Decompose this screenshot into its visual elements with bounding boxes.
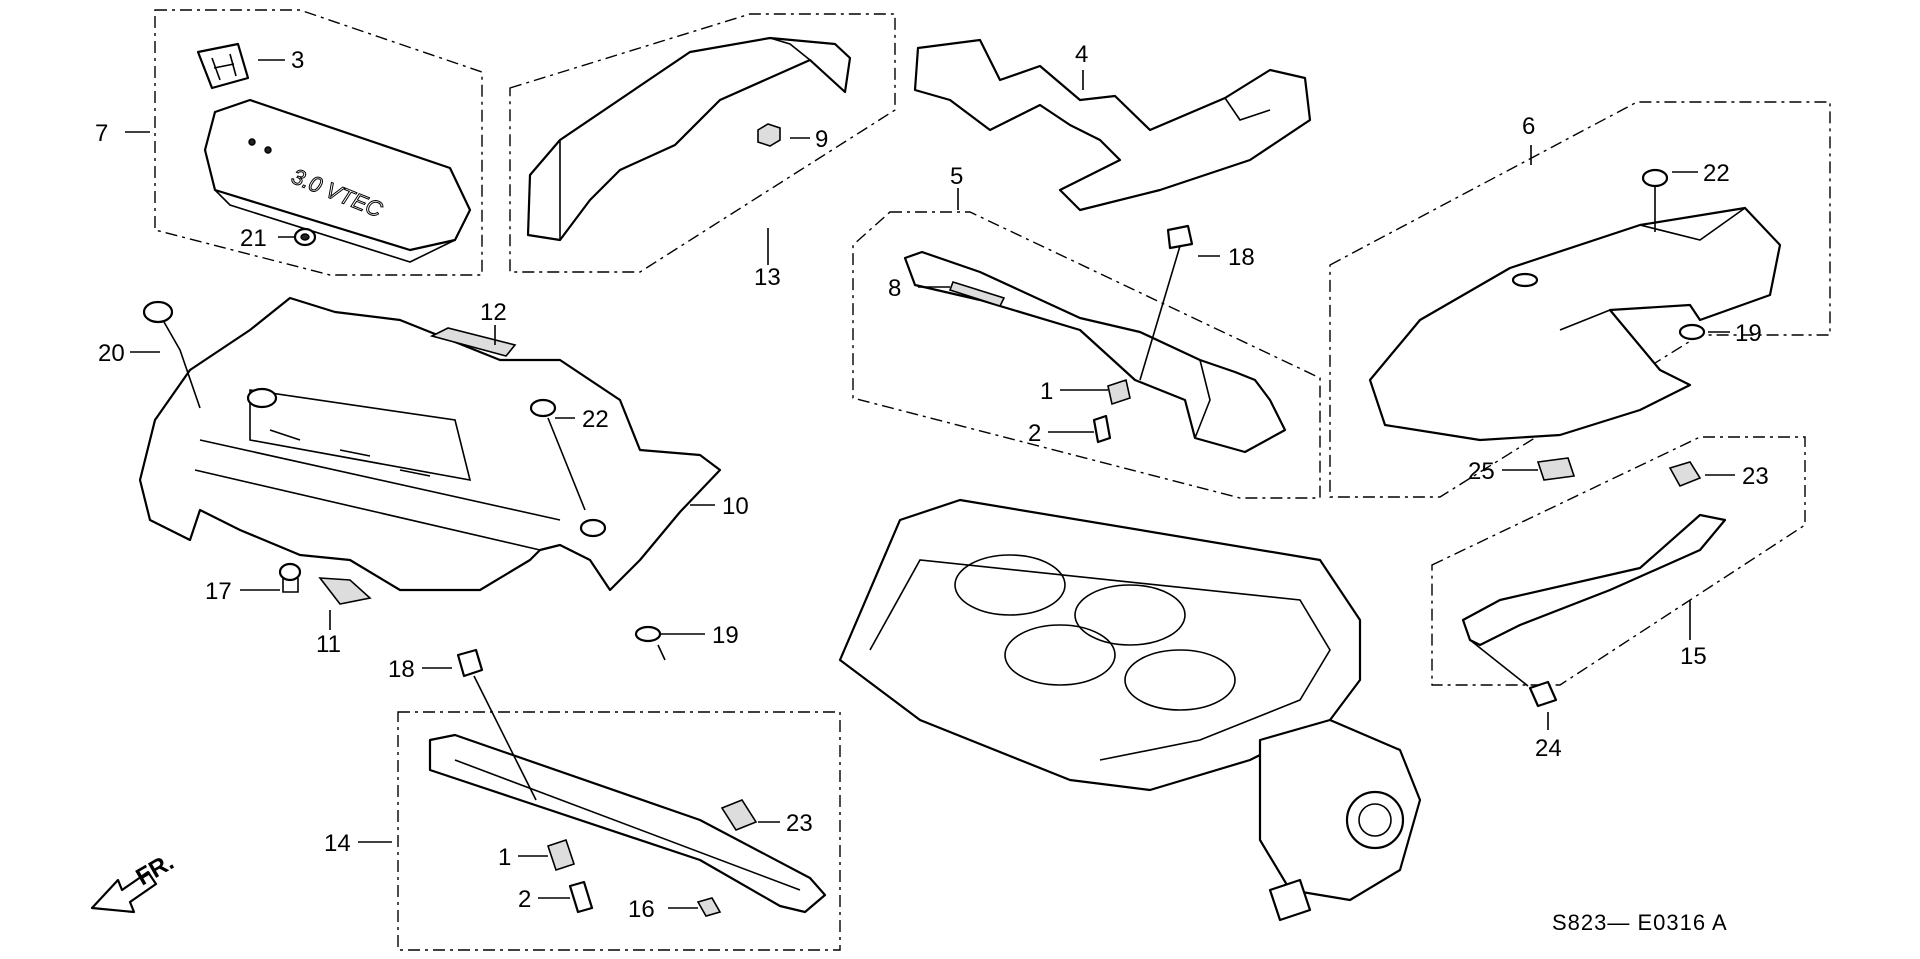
part-15-bracket[interactable]	[1461, 513, 1727, 647]
part-3-h-badge[interactable]	[196, 42, 250, 90]
callout-labels: 3 7 21 9 13 4 5 18 8 1 2 6 22 19 25 12 2…	[95, 41, 1769, 923]
callout-6: 6	[1522, 113, 1535, 140]
callout-4: 4	[1075, 41, 1088, 68]
part-11-foam-pad[interactable]	[318, 577, 372, 605]
part-21-grommet[interactable]	[293, 227, 317, 247]
callout-24: 24	[1535, 735, 1562, 762]
part-16-nut[interactable]	[696, 897, 722, 917]
callout-16: 16	[628, 896, 655, 923]
callout-19a: 19	[1735, 320, 1762, 347]
callout-22a: 22	[1703, 160, 1730, 187]
part-2b-collar[interactable]	[568, 880, 594, 914]
group-box-7	[154, 9, 483, 276]
group-box-13	[509, 13, 896, 273]
part-1a-grommet[interactable]	[1107, 378, 1131, 406]
callout-1b: 1	[498, 844, 511, 871]
part-4-side-cover[interactable]	[913, 38, 1312, 212]
callout-8: 8	[888, 275, 901, 302]
part-13-upper-cover[interactable]	[526, 36, 852, 242]
throttle-body	[1258, 718, 1422, 922]
part-18a-bolt[interactable]	[1139, 224, 1194, 381]
part-19b-grommet[interactable]	[634, 625, 666, 661]
callout-20: 20	[98, 340, 125, 367]
callout-18b: 18	[388, 656, 415, 683]
callout-11: 11	[316, 631, 341, 658]
part-25-pad[interactable]	[1536, 457, 1576, 481]
callout-7: 7	[95, 120, 108, 147]
callout-1a: 1	[1040, 378, 1053, 405]
part-19a-grommet[interactable]	[1678, 323, 1706, 341]
callout-21: 21	[240, 225, 267, 252]
part-12-foam-pad[interactable]	[429, 327, 517, 357]
part-10-main-engine-cover[interactable]	[138, 296, 722, 592]
part-17-grommet[interactable]	[278, 562, 302, 593]
part-20-clip[interactable]	[142, 300, 201, 409]
callout-23b: 23	[786, 810, 813, 837]
part-23a-clip-nut[interactable]	[1668, 461, 1702, 488]
callout-5: 5	[950, 163, 963, 190]
callout-19b: 19	[712, 622, 739, 649]
callout-3: 3	[291, 47, 304, 74]
callout-17: 17	[205, 578, 232, 605]
part-8-seal-strip[interactable]	[948, 281, 1006, 307]
part-6-engine-cover[interactable]	[1368, 206, 1782, 442]
callout-22b: 22	[582, 406, 609, 433]
callout-23a: 23	[1742, 463, 1769, 490]
callout-10: 10	[722, 493, 749, 520]
part-2a-collar[interactable]	[1092, 414, 1112, 444]
group-box-5	[852, 211, 1321, 499]
group-box-6	[1329, 101, 1831, 498]
part-22b-clip[interactable]	[529, 398, 586, 511]
group-box-15	[1431, 436, 1806, 686]
part-18b-bolt[interactable]	[456, 648, 537, 801]
group-box-14	[397, 711, 841, 951]
callout-25: 25	[1468, 458, 1495, 485]
part-22a-clip[interactable]	[1641, 168, 1669, 232]
diagram-code: S823— E0316 A	[1552, 910, 1728, 935]
front-arrow-icon: FR.	[90, 848, 178, 914]
part-14-harness-cover[interactable]	[428, 733, 827, 914]
callout-14: 14	[324, 830, 351, 857]
callout-2a: 2	[1028, 420, 1041, 447]
callout-18a: 18	[1228, 244, 1255, 271]
part-1b-grommet[interactable]	[546, 838, 576, 872]
callout-15: 15	[1680, 643, 1707, 670]
part-7-emblem-cover[interactable]: 3.0 VTEC	[203, 98, 472, 263]
callout-9: 9	[815, 126, 828, 153]
part-9-nut[interactable]	[757, 123, 781, 147]
part-23b-clip-nut[interactable]	[720, 799, 758, 831]
callout-13: 13	[754, 264, 781, 291]
intake-manifold	[838, 498, 1362, 792]
callout-12: 12	[480, 299, 507, 326]
part-24-bolt[interactable]	[1469, 639, 1558, 708]
callout-2b: 2	[518, 886, 531, 913]
